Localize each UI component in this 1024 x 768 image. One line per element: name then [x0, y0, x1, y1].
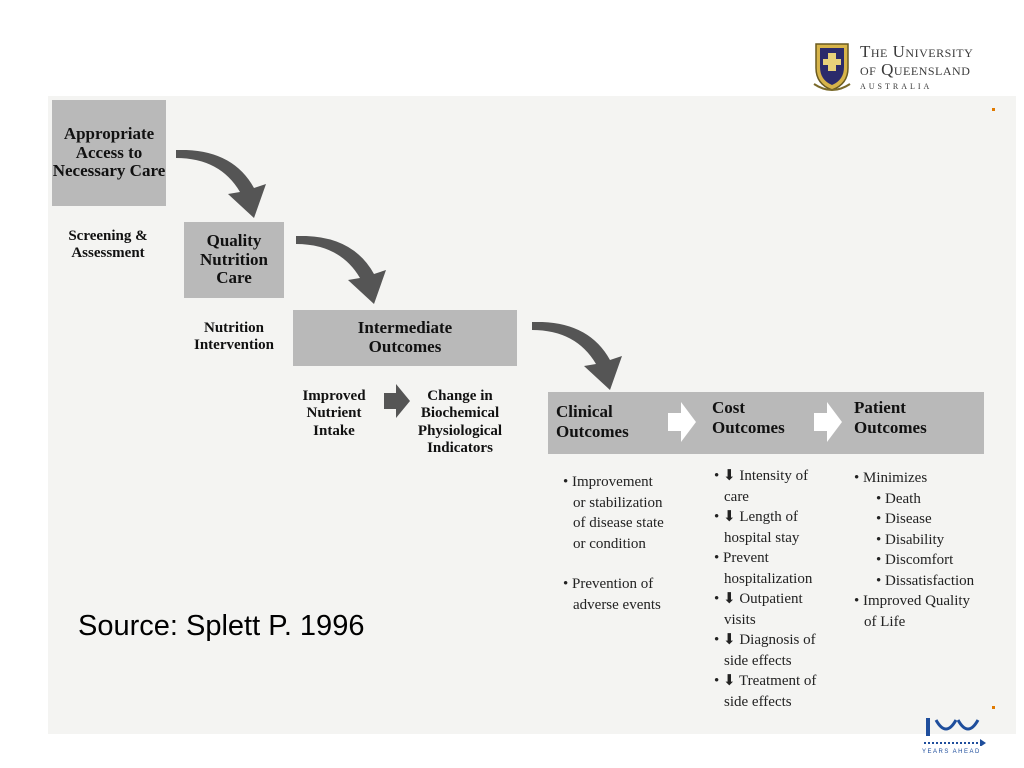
right-arrow-icon — [668, 402, 696, 442]
list-item: • ⬇ Intensity of — [714, 468, 809, 484]
quality-care-box: Quality Nutrition Care — [184, 222, 284, 298]
screening-label: Screening & Assessment — [68, 228, 148, 262]
list-item: • ⬇ Length of — [714, 509, 799, 525]
intermediate-outcomes-box: Intermediate Outcomes — [293, 310, 517, 366]
list-item: care — [724, 488, 749, 505]
list-item: • Dissatisfaction — [876, 572, 975, 589]
list-item: of Life — [864, 613, 906, 630]
list-item: • Prevent — [714, 550, 769, 566]
list-item: hospitalization — [724, 570, 813, 587]
clinical-outcomes-label: Clinical Outcomes — [556, 402, 629, 441]
accent-dot-bottom — [992, 706, 995, 709]
biochemical-change-label: Change in Biochemical Physiological Indi… — [417, 388, 503, 456]
university-name-line2: of Queensland — [860, 60, 971, 79]
right-arrow-icon — [384, 384, 410, 418]
clinical-outcomes-list: • Improvement or stabilization of diseas… — [563, 472, 664, 615]
list-item: • Discomfort — [876, 552, 954, 568]
accent-dot-top — [992, 108, 995, 111]
list-item: visits — [724, 611, 756, 628]
list-item: of disease state — [573, 515, 664, 531]
list-item: • ⬇ Diagnosis of — [714, 632, 816, 648]
cost-outcomes-list: • ⬇ Intensity of care • ⬇ Length of hosp… — [714, 466, 816, 712]
improved-intake-label: Improved Nutrient Intake — [302, 388, 366, 439]
source-citation: Source: Splett P. 1996 — [78, 610, 365, 642]
curved-arrow-icon — [296, 236, 386, 304]
list-item: • ⬇ Outpatient — [714, 591, 803, 607]
list-item: side effects — [724, 652, 792, 669]
intermediate-outcomes-label: Intermediate Outcomes — [357, 318, 453, 356]
list-item: • Disease — [876, 511, 932, 527]
list-item: or stabilization — [573, 494, 663, 511]
patient-outcomes-list: • Minimizes • Death • Disease • Disabili… — [854, 468, 974, 632]
centenary-tagline: YEARS AHEAD — [922, 749, 981, 755]
curved-arrow-icon — [532, 322, 622, 390]
list-item: • Death — [876, 490, 921, 507]
intervention-label: Nutrition Intervention — [194, 320, 274, 354]
outcomes-bar — [548, 392, 984, 454]
list-item: • Improved Quality — [854, 593, 971, 609]
access-label: Appropriate Access to Necessary Care — [52, 123, 166, 181]
right-arrow-icon — [814, 402, 842, 442]
list-item: • Disability — [876, 531, 945, 548]
list-item — [563, 554, 664, 574]
patient-outcomes-label: Patient Outcomes — [854, 398, 927, 437]
list-item: side effects — [724, 693, 792, 710]
cost-outcomes-label: Cost Outcomes — [712, 398, 785, 437]
curved-arrow-icon — [176, 150, 266, 218]
university-country: AUSTRALIA — [860, 82, 933, 91]
uq-crest-icon — [810, 40, 854, 94]
centenary-logo-icon: YEARS AHEAD — [922, 716, 988, 764]
list-item: hospital stay — [724, 529, 800, 546]
list-item: • ⬇ Treatment of — [714, 673, 817, 689]
university-wordmark: The University of Queensland AUSTRALIA — [860, 42, 973, 91]
list-item: • Improvement — [563, 474, 653, 490]
list-item: • Prevention of — [563, 576, 654, 592]
university-name-line1: The University — [860, 42, 974, 61]
list-item: adverse events — [573, 596, 661, 613]
list-item: or condition — [573, 535, 646, 552]
access-box: Appropriate Access to Necessary Care — [52, 100, 166, 206]
list-item: • Minimizes — [854, 470, 928, 486]
quality-care-label: Quality Nutrition Care — [200, 230, 268, 288]
